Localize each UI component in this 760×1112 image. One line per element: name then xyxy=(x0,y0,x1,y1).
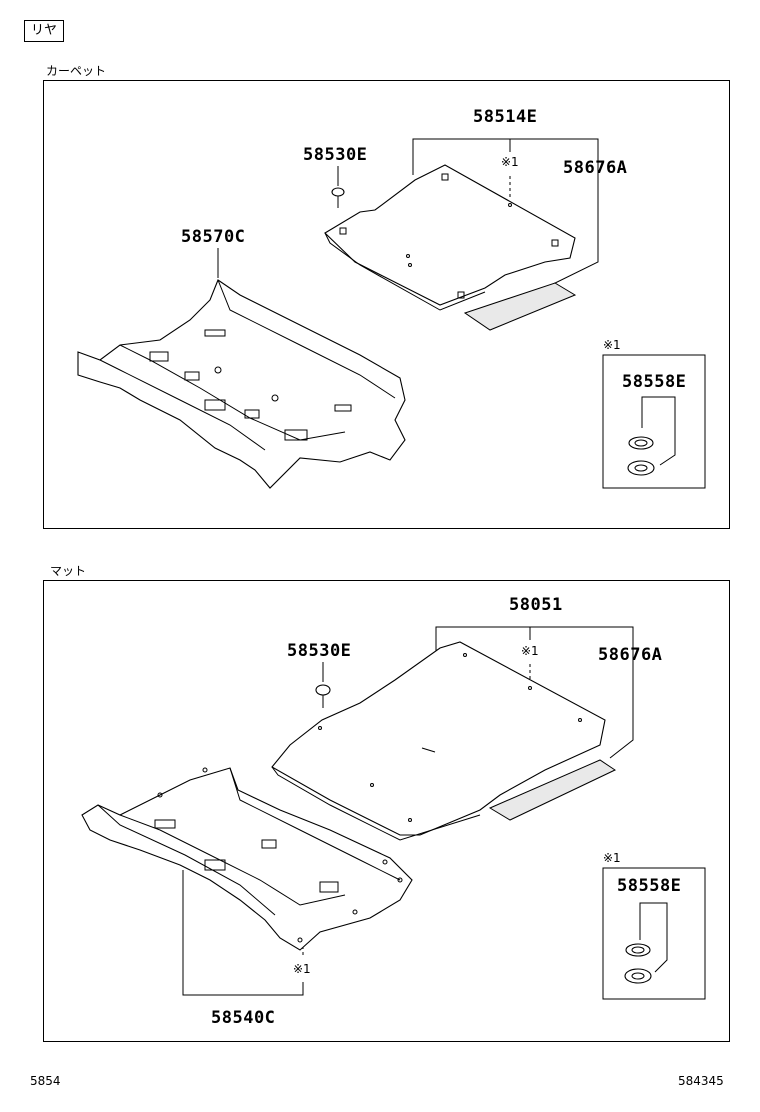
callout-58540C[interactable]: 58540C xyxy=(211,1008,276,1028)
callout-58558E[interactable]: 58558E xyxy=(622,372,687,392)
carpet-panel xyxy=(43,80,730,529)
mat-inset-leaders xyxy=(639,902,668,973)
callout-58514E[interactable]: 58514E xyxy=(473,107,538,127)
note-mark-1: ※1 xyxy=(501,155,519,169)
callout-58558E-2[interactable]: 58558E xyxy=(617,876,682,896)
mat-main xyxy=(271,641,606,836)
grommet-58558E-drawing-1 xyxy=(627,436,655,476)
carpet-main xyxy=(324,164,576,306)
grommet-58558E-drawing-2 xyxy=(624,943,652,984)
carpet-leader-lines xyxy=(217,138,599,289)
section-tag: リヤ xyxy=(24,20,65,42)
note-mark-3: ※1 xyxy=(293,962,311,976)
callout-58676A-2[interactable]: 58676A xyxy=(598,645,663,665)
floor-carpet-outline xyxy=(77,279,406,489)
callout-58051[interactable]: 58051 xyxy=(509,595,563,615)
mat-panel xyxy=(43,580,730,1042)
floor-carpet-58570C-drawing xyxy=(77,279,406,489)
carpet-inset-box xyxy=(602,354,706,489)
callout-58570C[interactable]: 58570C xyxy=(181,227,246,247)
mat-58051-drawing xyxy=(271,641,617,841)
leader-58051 xyxy=(435,626,634,759)
callout-58530E-2[interactable]: 58530E xyxy=(287,641,352,661)
leader-58514E xyxy=(412,138,599,289)
callout-58676A[interactable]: 58676A xyxy=(563,158,628,178)
floor-mat-outline xyxy=(81,767,413,951)
carpet-section-title: カーペット xyxy=(46,64,107,78)
mat-inset-box xyxy=(602,867,706,1000)
inset-note-mark-2: ※1 xyxy=(603,851,621,865)
floor-mat-58540C-drawing xyxy=(81,767,413,951)
mat-flap xyxy=(488,759,617,821)
callout-58530E[interactable]: 58530E xyxy=(303,145,368,165)
inset-note-mark-1: ※1 xyxy=(603,338,621,352)
footer-code-left: 5854 xyxy=(30,1074,61,1088)
carpet-58514E-drawing xyxy=(324,164,577,331)
mat-section-title: マット xyxy=(50,564,87,578)
footer-code-right: 584345 xyxy=(678,1074,724,1088)
clip-58530E-drawing-2 xyxy=(315,684,331,708)
note-mark-2: ※1 xyxy=(521,644,539,658)
carpet-flap xyxy=(463,282,577,331)
clip-58530E-drawing xyxy=(331,187,345,208)
carpet-inset-leaders xyxy=(641,396,676,466)
